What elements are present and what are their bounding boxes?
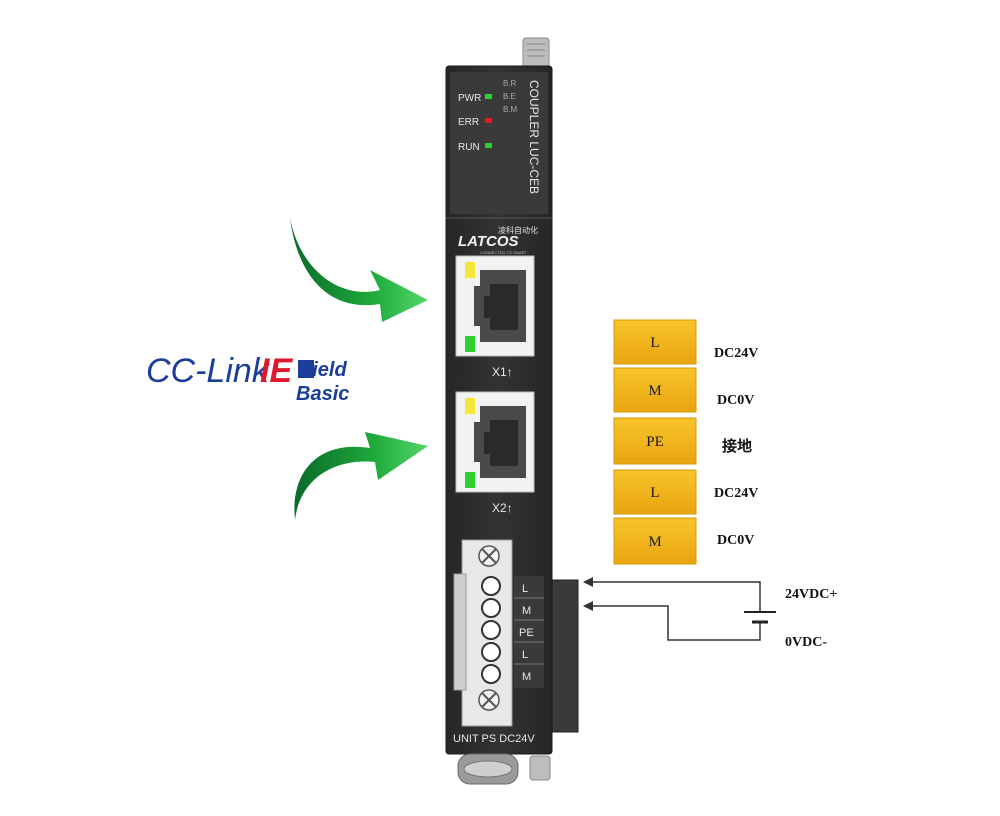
- power-supply-wiring: 24VDC+ 0VDC-: [583, 577, 837, 650]
- logo-ie: IE: [260, 352, 293, 390]
- port-label-x1: X1↑: [492, 365, 513, 379]
- pin-row: L DC24V: [613, 469, 758, 515]
- pin-description: DC24V: [714, 346, 758, 361]
- power-terminal-block[interactable]: L M PE L M UNIT PS DC24V: [453, 539, 544, 745]
- x2-link-led-icon: [465, 398, 475, 414]
- terminal-label-3: PE: [519, 627, 534, 639]
- pin-description: DC24V: [714, 486, 758, 501]
- bus-label-be: B.E: [503, 92, 516, 101]
- supply-plus-label: 24VDC+: [785, 587, 837, 602]
- x1-link-led-icon: [465, 262, 475, 278]
- terminal-label-2: M: [522, 605, 531, 617]
- led-group: PWR ERR RUN B.R B.E B.M COUPLER LUC-CEB: [458, 79, 541, 194]
- bus-label-br: B.R: [503, 79, 517, 88]
- arrow-bottom-icon: [294, 432, 428, 520]
- pin-row: PE 接地: [613, 417, 752, 465]
- pin-description: 接地: [722, 437, 752, 455]
- logo-field: Field: [300, 359, 347, 381]
- pin-box-label: L: [650, 485, 659, 501]
- latcos-logo: 凌科自动化 LATCOS CONNECTED TO SMART: [458, 225, 538, 255]
- pin-box-label: M: [648, 383, 661, 399]
- x1-activity-led-icon: [465, 336, 475, 352]
- brand-cn: 凌科自动化: [498, 225, 538, 235]
- supply-minus-label: 0VDC-: [785, 635, 827, 650]
- terminal-label-4: L: [522, 649, 528, 661]
- logo-basic: Basic: [296, 383, 349, 405]
- terminal-label-1: L: [522, 583, 528, 595]
- pin-description: DC0V: [717, 393, 754, 408]
- pin-box-label: PE: [646, 434, 664, 450]
- x2-activity-led-icon: [465, 472, 475, 488]
- pwr-led-icon: [485, 94, 492, 99]
- pin-box-label: L: [650, 335, 659, 351]
- unit-label: UNIT PS DC24V: [453, 733, 535, 745]
- brand-name: LATCOS: [458, 233, 519, 250]
- port-label-x2: X2↑: [492, 501, 513, 515]
- run-led-icon: [485, 143, 492, 148]
- module-title: COUPLER LUC-CEB: [527, 80, 541, 194]
- pin-box-label: M: [648, 534, 661, 550]
- pin-table: L DC24V M DC0V PE 接地 L DC24V M DC0V: [613, 319, 758, 565]
- ethernet-port-x1[interactable]: X1↑: [455, 255, 535, 379]
- cc-link-ie-field-basic-logo: CC-Link IE Field Basic: [146, 352, 349, 405]
- err-led-icon: [485, 118, 492, 123]
- pin-row: M DC0V: [613, 517, 754, 565]
- arrow-top-icon: [290, 218, 428, 322]
- pin-description: DC0V: [717, 533, 754, 548]
- terminal-label-5: M: [522, 671, 531, 683]
- led-label-err: ERR: [458, 117, 479, 128]
- brand-tagline: CONNECTED TO SMART: [480, 250, 527, 255]
- led-label-run: RUN: [458, 142, 480, 153]
- led-label-pwr: PWR: [458, 93, 481, 104]
- pin-row: L DC24V: [613, 319, 758, 365]
- bus-label-bm: B.M: [503, 105, 518, 114]
- ethernet-port-x2[interactable]: X2↑: [455, 391, 535, 515]
- pin-row: M DC0V: [613, 367, 754, 413]
- logo-cc-link: CC-Link: [146, 352, 271, 390]
